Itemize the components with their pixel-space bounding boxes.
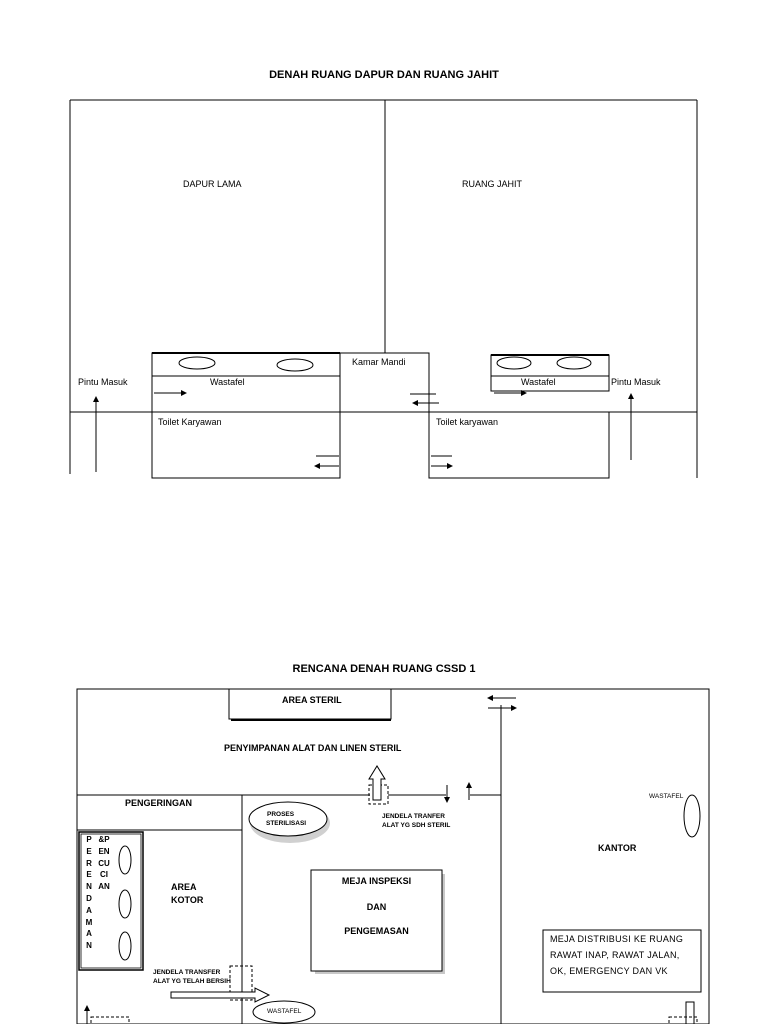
sterilization-label-1: PROSES bbox=[267, 811, 295, 818]
hollow-arrow-right bbox=[170, 987, 271, 1003]
plan1-toilet-right-box bbox=[428, 411, 610, 479]
room-label-dapur-lama: DAPUR LAMA bbox=[183, 179, 242, 189]
transfer-clean-label-2: ALAT YG TELAH BERSIH bbox=[153, 978, 231, 985]
plan1-sink-left bbox=[151, 352, 341, 413]
transfer-sterile-label-1: JENDELA TRANFER bbox=[382, 813, 445, 820]
plan1-sink-right bbox=[490, 354, 610, 392]
storage-label: PENYIMPANAN ALAT DAN LINEN STERIL bbox=[224, 743, 402, 753]
sink-label-left: Wastafel bbox=[210, 377, 245, 387]
inspection-label-3: PENGEMASAN bbox=[344, 926, 409, 936]
inspection-table-box bbox=[310, 869, 443, 972]
hollow-arrow-up bbox=[368, 765, 386, 801]
toilet-label-right: Toilet karyawan bbox=[436, 417, 499, 427]
sterile-area-label: AREA STERIL bbox=[282, 695, 342, 705]
transfer-clean-label-1: JENDELA TRANSFER bbox=[153, 969, 221, 976]
office-sink-label: WASTAFEL bbox=[649, 793, 684, 800]
plan2-soaking-box bbox=[78, 831, 144, 971]
transfer-window-clean bbox=[229, 965, 253, 1001]
plan2-walls bbox=[76, 688, 710, 1024]
plan2-flow-arrows bbox=[84, 695, 517, 1024]
sterilization-label-2: STERILISASI bbox=[266, 820, 307, 827]
sink-basin-icon bbox=[496, 356, 532, 370]
transfer-window-sterile bbox=[368, 784, 389, 805]
sink-basin-icon bbox=[178, 356, 216, 370]
transfer-sterile-label-2: ALAT YG SDH STERIL bbox=[382, 822, 451, 829]
distribution-box bbox=[542, 929, 702, 993]
basin-icon bbox=[118, 931, 132, 961]
entrance-label-right: Pintu Masuk bbox=[611, 377, 661, 387]
sterilization-ellipse bbox=[248, 801, 328, 837]
dirty-area-label-1: AREA bbox=[171, 882, 197, 892]
drying-label: PENGERINGAN bbox=[125, 798, 193, 808]
basin-icon bbox=[118, 889, 132, 919]
distribution-label-3: OK, EMERGENCY DAN VK bbox=[550, 966, 668, 976]
entrance-label-left: Pintu Masuk bbox=[78, 377, 128, 387]
washing-vertical-label: &PENCUCIAN bbox=[98, 835, 110, 892]
bottom-sink-label: WASTAFEL bbox=[267, 1008, 302, 1015]
plan1-title: DENAH RUANG DAPUR DAN RUANG JAHIT bbox=[269, 69, 499, 81]
toilet-label-left: Toilet Karyawan bbox=[158, 417, 222, 427]
soaking-vertical-label: PERENDAMAN bbox=[85, 835, 93, 951]
sink-bottom-ellipse bbox=[252, 1000, 316, 1024]
sink-basin-icon bbox=[556, 356, 592, 370]
sink-basin-icon bbox=[276, 358, 314, 372]
bathroom-label: Kamar Mandi bbox=[352, 357, 406, 367]
plan1-bathroom-box bbox=[339, 352, 430, 413]
inspection-label-1: MEJA INSPEKSI bbox=[341, 876, 412, 886]
plan1-flow-arrows bbox=[93, 390, 634, 472]
distribution-label-1: MEJA DISTRIBUSI KE RUANG bbox=[550, 934, 684, 944]
distribution-label-2: RAWAT INAP, RAWAT JALAN, bbox=[550, 950, 680, 960]
sink-basin-icon bbox=[683, 794, 701, 838]
room-label-ruang-jahit: RUANG JAHIT bbox=[462, 179, 523, 189]
plan1-toilet-left-box bbox=[151, 411, 341, 479]
plan2-title: RENCANA DENAH RUANG CSSD 1 bbox=[292, 663, 476, 675]
inspection-label-2: DAN bbox=[366, 902, 387, 912]
office-label: KANTOR bbox=[598, 843, 637, 853]
sink-label-right: Wastafel bbox=[521, 377, 556, 387]
basin-icon bbox=[118, 845, 132, 875]
dirty-area-label-2: KOTOR bbox=[171, 895, 204, 905]
